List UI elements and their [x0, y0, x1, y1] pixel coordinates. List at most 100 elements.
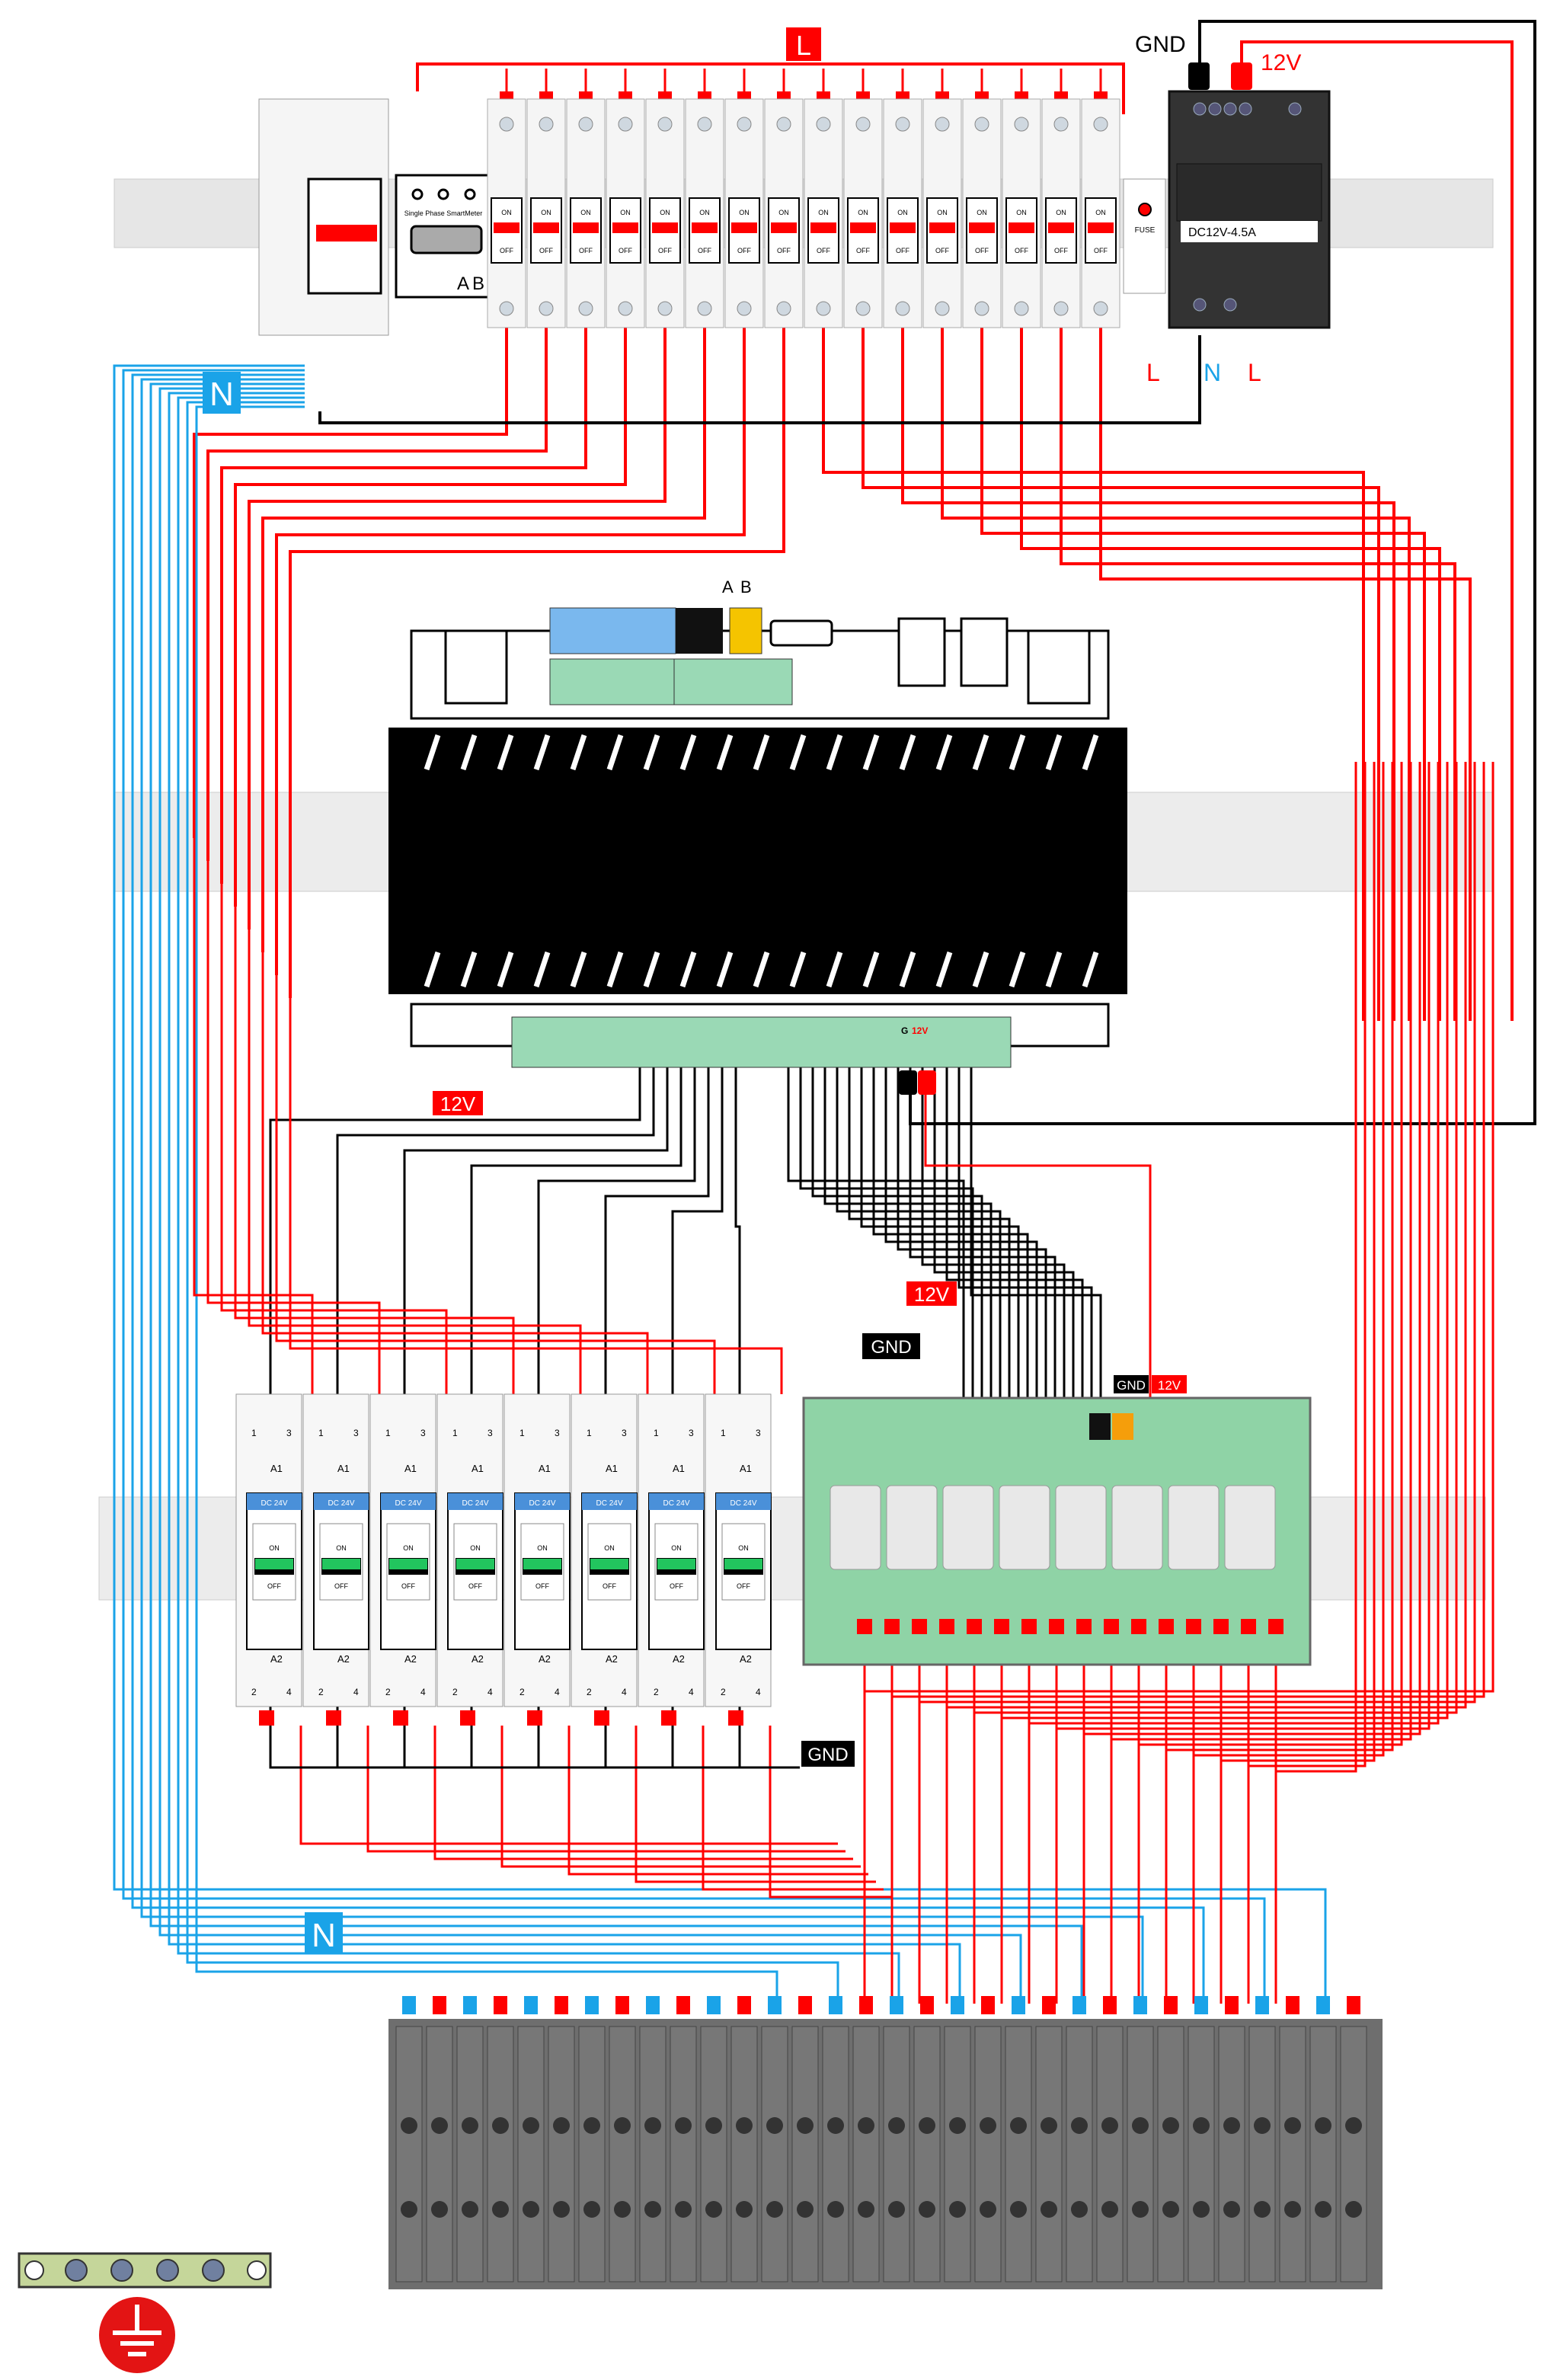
module-a1-label: A1: [740, 1463, 752, 1474]
terminal-connector: [433, 1996, 446, 2014]
module-on-label: ON: [269, 1544, 280, 1552]
module-terminal-2: 2: [385, 1687, 391, 1697]
vent-slot: [935, 734, 953, 771]
module-on-label: ON: [738, 1544, 749, 1552]
module-terminal-2: 2: [452, 1687, 458, 1697]
terminal-connector: [737, 1996, 751, 2014]
module-terminal-3: 3: [622, 1428, 627, 1438]
relay-board-connector: [1268, 1619, 1283, 1634]
live-wire-right: [980, 316, 1426, 1021]
module-connector: [527, 1710, 542, 1726]
breaker-on-label: ON: [977, 209, 987, 216]
terminal: [761, 2026, 788, 2282]
module-switch: [724, 1559, 762, 1569]
vent-slot: [899, 951, 916, 988]
live-wire-left: [289, 316, 785, 998]
neutral-wire: [122, 369, 1266, 2004]
vent-slot: [753, 734, 770, 771]
psu-12v-label: 12V: [1261, 50, 1301, 75]
fuse-label: FUSE: [1135, 226, 1156, 235]
breaker-off-label: OFF: [619, 247, 632, 254]
relay-board-connector: [1213, 1619, 1229, 1634]
terminal: [944, 2026, 971, 2282]
terminal: [609, 2026, 636, 2282]
terminal-connector: [1255, 1996, 1269, 2014]
module-connector: [326, 1710, 341, 1726]
module-terminal-4: 4: [488, 1687, 493, 1697]
terminal: [426, 2026, 453, 2282]
terminal: [1218, 2026, 1245, 2282]
vent-slot: [972, 734, 989, 771]
module-switch: [523, 1559, 561, 1569]
module-a2-label: A2: [606, 1653, 618, 1665]
module-a2-label: A2: [472, 1653, 484, 1665]
module-out-wire: [433, 1726, 853, 1860]
vent-slot: [570, 951, 587, 988]
terminal-connector: [1194, 1996, 1208, 2014]
breaker-off-label: OFF: [579, 247, 593, 254]
breaker-on-label: ON: [580, 209, 591, 216]
module-rating: DC 24V: [395, 1499, 421, 1508]
live-wire-module: [248, 929, 582, 1394]
control-wire-module: [537, 1063, 696, 1394]
vent-slot: [935, 951, 953, 988]
neutral-wire: [131, 373, 1205, 2004]
module-terminal-3: 3: [555, 1428, 560, 1438]
terminal-connector: [494, 1996, 507, 2014]
relay-board-connector: [1076, 1619, 1092, 1634]
terminal-connector: [798, 1996, 812, 2014]
module-terminal-1: 1: [385, 1428, 391, 1438]
module-terminal-1: 1: [721, 1428, 726, 1438]
live-wire-right: [862, 316, 1380, 1021]
live-wire-module: [193, 838, 314, 1394]
control-wire-board: [872, 1063, 1029, 1417]
relay-board-connector: [1049, 1619, 1064, 1634]
relay-board-connector: [1131, 1619, 1146, 1634]
relay-board-connector: [857, 1619, 872, 1634]
relay: [1055, 1485, 1107, 1570]
breaker-on-label: ON: [937, 209, 948, 216]
breaker-on-label: ON: [501, 209, 512, 216]
terminal-connector: [1133, 1996, 1147, 2014]
control-wire-module: [336, 1063, 655, 1394]
live-label: L: [796, 30, 811, 61]
vent-slot: [1045, 734, 1063, 771]
terminal: [730, 2026, 758, 2282]
relay: [942, 1485, 994, 1570]
terminal-connector: [951, 1996, 964, 2014]
relay: [1168, 1485, 1220, 1570]
module-a1-label: A1: [337, 1463, 350, 1474]
live-wire-module: [289, 998, 783, 1394]
terminal: [548, 2026, 575, 2282]
vent-slot: [679, 734, 697, 771]
ground-bar: [18, 2252, 272, 2289]
module-terminal-3: 3: [420, 1428, 426, 1438]
vent-slot: [753, 951, 770, 988]
module-on-label: ON: [604, 1544, 615, 1552]
terminal-connector: [615, 1996, 629, 2014]
module-connector: [460, 1710, 475, 1726]
live-wire-left: [193, 316, 508, 838]
module-off-label: OFF: [535, 1582, 549, 1590]
12v-label-left: 12V: [440, 1092, 476, 1115]
terminal-connector: [768, 1996, 782, 2014]
module-a1-label: A1: [539, 1463, 551, 1474]
breaker-on-label: ON: [660, 209, 670, 216]
breaker-on-label: ON: [897, 209, 908, 216]
terminal-connector: [1042, 1996, 1056, 2014]
terminal: [578, 2026, 606, 2282]
vent-slot: [679, 951, 697, 988]
module-terminal-4: 4: [353, 1687, 359, 1697]
module-connector: [728, 1710, 743, 1726]
gnd-label-modules: GND: [807, 1745, 848, 1765]
vent-slot: [716, 734, 734, 771]
live-wire-module: [261, 952, 649, 1394]
12v-label-mid: 12V: [914, 1283, 950, 1306]
live-wire-left: [220, 316, 587, 884]
relay-board-connector: [884, 1619, 900, 1634]
